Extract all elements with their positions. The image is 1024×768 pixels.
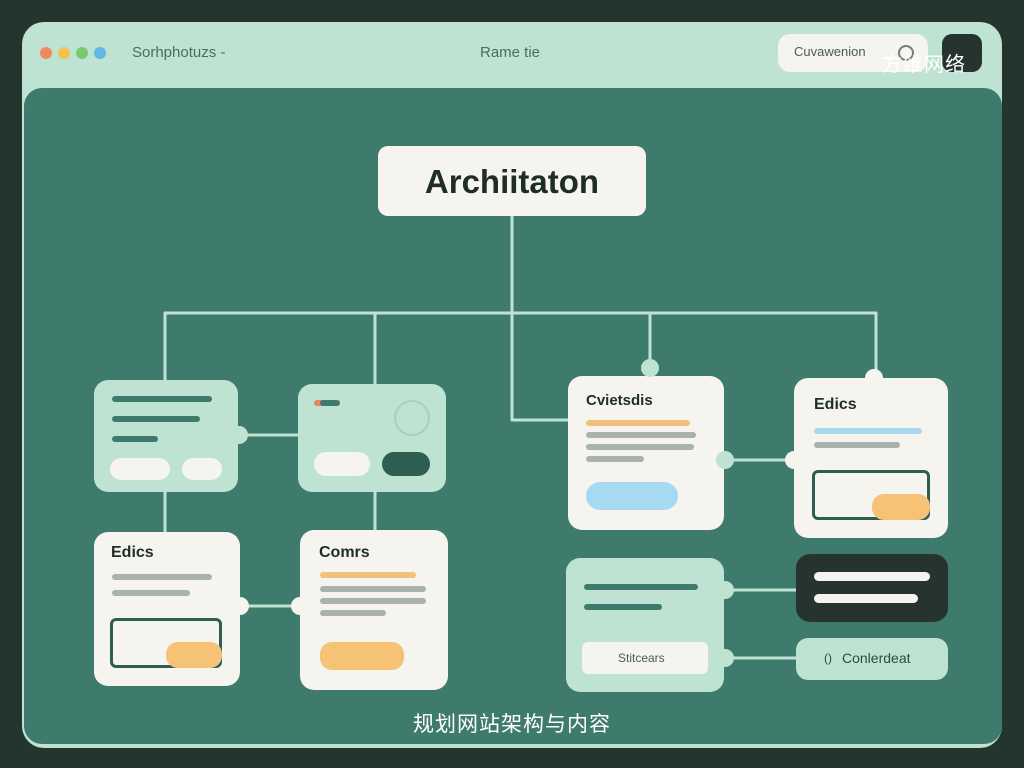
text-line-highlight bbox=[320, 572, 416, 578]
conversation-button[interactable]: Cuvawenion bbox=[778, 34, 928, 72]
text-line bbox=[112, 590, 190, 596]
minimize-dot[interactable] bbox=[58, 47, 70, 59]
text-line bbox=[320, 598, 426, 604]
watermark-logo-text: 方维网络 bbox=[882, 54, 966, 76]
text-line bbox=[586, 444, 694, 450]
text-line bbox=[584, 604, 662, 610]
primary-button[interactable] bbox=[872, 494, 930, 520]
text-line bbox=[112, 574, 212, 580]
text-line bbox=[320, 610, 386, 616]
card-title: Cvietsdis bbox=[586, 392, 653, 409]
text-line bbox=[320, 586, 426, 592]
node-card-edics-left[interactable]: Edics bbox=[94, 532, 240, 686]
action-pill[interactable] bbox=[314, 452, 370, 476]
caption: 规划网站架构与内容 bbox=[413, 713, 611, 736]
title-bar: Sorhphotuzs - Rame tie Cuvawenion bbox=[22, 22, 1002, 86]
card-title: Edics bbox=[814, 396, 857, 413]
info-button[interactable] bbox=[586, 482, 678, 510]
text-line-highlight bbox=[814, 428, 922, 434]
text-line bbox=[112, 396, 212, 402]
action-pill-dark[interactable] bbox=[382, 452, 430, 476]
stitcears-button[interactable]: Stitcears bbox=[582, 642, 708, 674]
card-title: Comrs bbox=[319, 544, 370, 561]
node-card-stitcears[interactable]: Stitcears bbox=[566, 558, 724, 692]
maximize-dot[interactable] bbox=[76, 47, 88, 59]
close-dot[interactable] bbox=[40, 47, 52, 59]
connector-knob bbox=[865, 369, 883, 387]
text-line bbox=[814, 594, 918, 603]
node-card-top-middle[interactable] bbox=[298, 384, 446, 492]
text-line bbox=[112, 436, 158, 442]
circle-icon: () bbox=[824, 651, 832, 665]
window-title: Rame tie bbox=[480, 44, 541, 61]
loading-ring-icon bbox=[394, 400, 430, 436]
node-card-top-left[interactable] bbox=[94, 380, 238, 492]
image-placeholder bbox=[812, 470, 930, 520]
primary-button[interactable] bbox=[166, 642, 222, 668]
primary-button[interactable] bbox=[320, 642, 404, 670]
text-line bbox=[584, 584, 698, 590]
text-line bbox=[320, 400, 340, 406]
connector-knob bbox=[716, 451, 734, 469]
action-pill[interactable] bbox=[110, 458, 170, 480]
node-card-comrs[interactable]: Comrs bbox=[300, 530, 448, 690]
text-line bbox=[814, 572, 930, 581]
account-button[interactable] bbox=[942, 34, 982, 72]
text-line bbox=[586, 456, 644, 462]
connector-knob bbox=[716, 581, 734, 599]
connector-knob bbox=[231, 597, 249, 615]
node-card-dark[interactable] bbox=[796, 554, 948, 622]
app-name[interactable]: Sorhphotuzs - bbox=[132, 44, 226, 61]
conlerdeat-button[interactable]: () Conlerdeat bbox=[796, 638, 948, 680]
text-line bbox=[112, 416, 200, 422]
conlerdeat-button-label: Conlerdeat bbox=[842, 650, 911, 666]
stitcears-button-label: Stitcears bbox=[618, 651, 665, 665]
extra-dot[interactable] bbox=[94, 47, 106, 59]
text-line bbox=[586, 432, 696, 438]
node-card-cvietsdis[interactable]: Cvietsdis bbox=[568, 376, 724, 530]
root-node[interactable]: Archiitaton bbox=[378, 146, 646, 216]
node-card-edics-right[interactable]: Edics bbox=[794, 378, 948, 538]
conversation-button-label: Cuvawenion bbox=[794, 44, 866, 59]
connector-knob bbox=[785, 451, 803, 469]
image-placeholder bbox=[110, 618, 222, 668]
action-pill[interactable] bbox=[182, 458, 222, 480]
connector-knob bbox=[641, 359, 659, 377]
card-title: Edics bbox=[111, 544, 154, 561]
text-line-highlight bbox=[586, 420, 690, 426]
connector-knob bbox=[716, 649, 734, 667]
refresh-icon bbox=[898, 45, 914, 61]
connector-knob bbox=[230, 426, 248, 444]
text-line bbox=[814, 442, 900, 448]
